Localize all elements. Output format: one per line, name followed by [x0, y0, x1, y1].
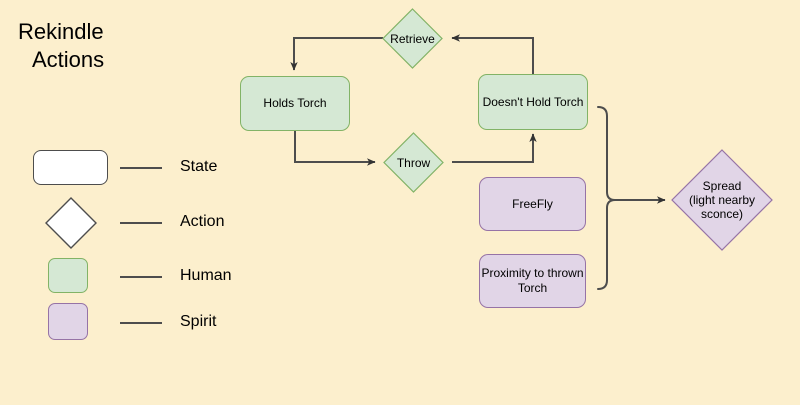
grouping-brace: [597, 106, 616, 290]
legend-rule-action: [120, 222, 162, 224]
edge-doesnt-hold-torch-to-retrieve: [451, 34, 534, 74]
legend-label-action: Action: [180, 213, 225, 230]
legend-label-state: State: [180, 158, 218, 175]
edge-retrieve-to-holds-torch: [290, 37, 383, 71]
legend-label-human: Human: [180, 267, 232, 284]
legend-swatch-state: [33, 150, 108, 185]
node-retrieve-label: Retrieve: [390, 31, 435, 46]
legend-rule-state: [120, 167, 162, 169]
node-freefly[interactable]: FreeFly: [479, 177, 586, 231]
node-retrieve[interactable]: Retrieve: [382, 8, 443, 69]
node-proximity-to-thrown-torch-label: Proximity to thrown Torch: [481, 266, 584, 295]
node-freefly-label: FreeFly: [512, 196, 553, 211]
legend-rule-spirit: [120, 322, 162, 324]
node-throw-label: Throw: [396, 155, 431, 170]
node-doesnt-hold-torch-label: Doesn't Hold Torch: [482, 94, 584, 109]
page-title-line-2: Actions: [32, 47, 105, 72]
page-title-line-1: Rekindle: [18, 19, 104, 44]
legend-label-spirit: Spirit: [180, 313, 217, 330]
legend-rule-human: [120, 276, 162, 278]
edge-throw-to-doesnt-hold-torch: [452, 133, 537, 163]
node-spread-label: Spread (light nearby sconce): [688, 179, 756, 221]
node-throw[interactable]: Throw: [383, 132, 444, 193]
legend-swatch-human: [48, 258, 88, 293]
node-holds-torch[interactable]: Holds Torch: [240, 76, 350, 131]
edge-holds-torch-to-throw: [294, 130, 376, 166]
legend-swatch-spirit: [48, 303, 88, 340]
legend-swatch-action: [44, 196, 98, 255]
node-spread[interactable]: Spread (light nearby sconce): [671, 149, 773, 251]
node-holds-torch-label: Holds Torch: [263, 96, 327, 110]
node-doesnt-hold-torch[interactable]: Doesn't Hold Torch: [478, 74, 588, 130]
node-proximity-to-thrown-torch[interactable]: Proximity to thrown Torch: [479, 254, 586, 308]
